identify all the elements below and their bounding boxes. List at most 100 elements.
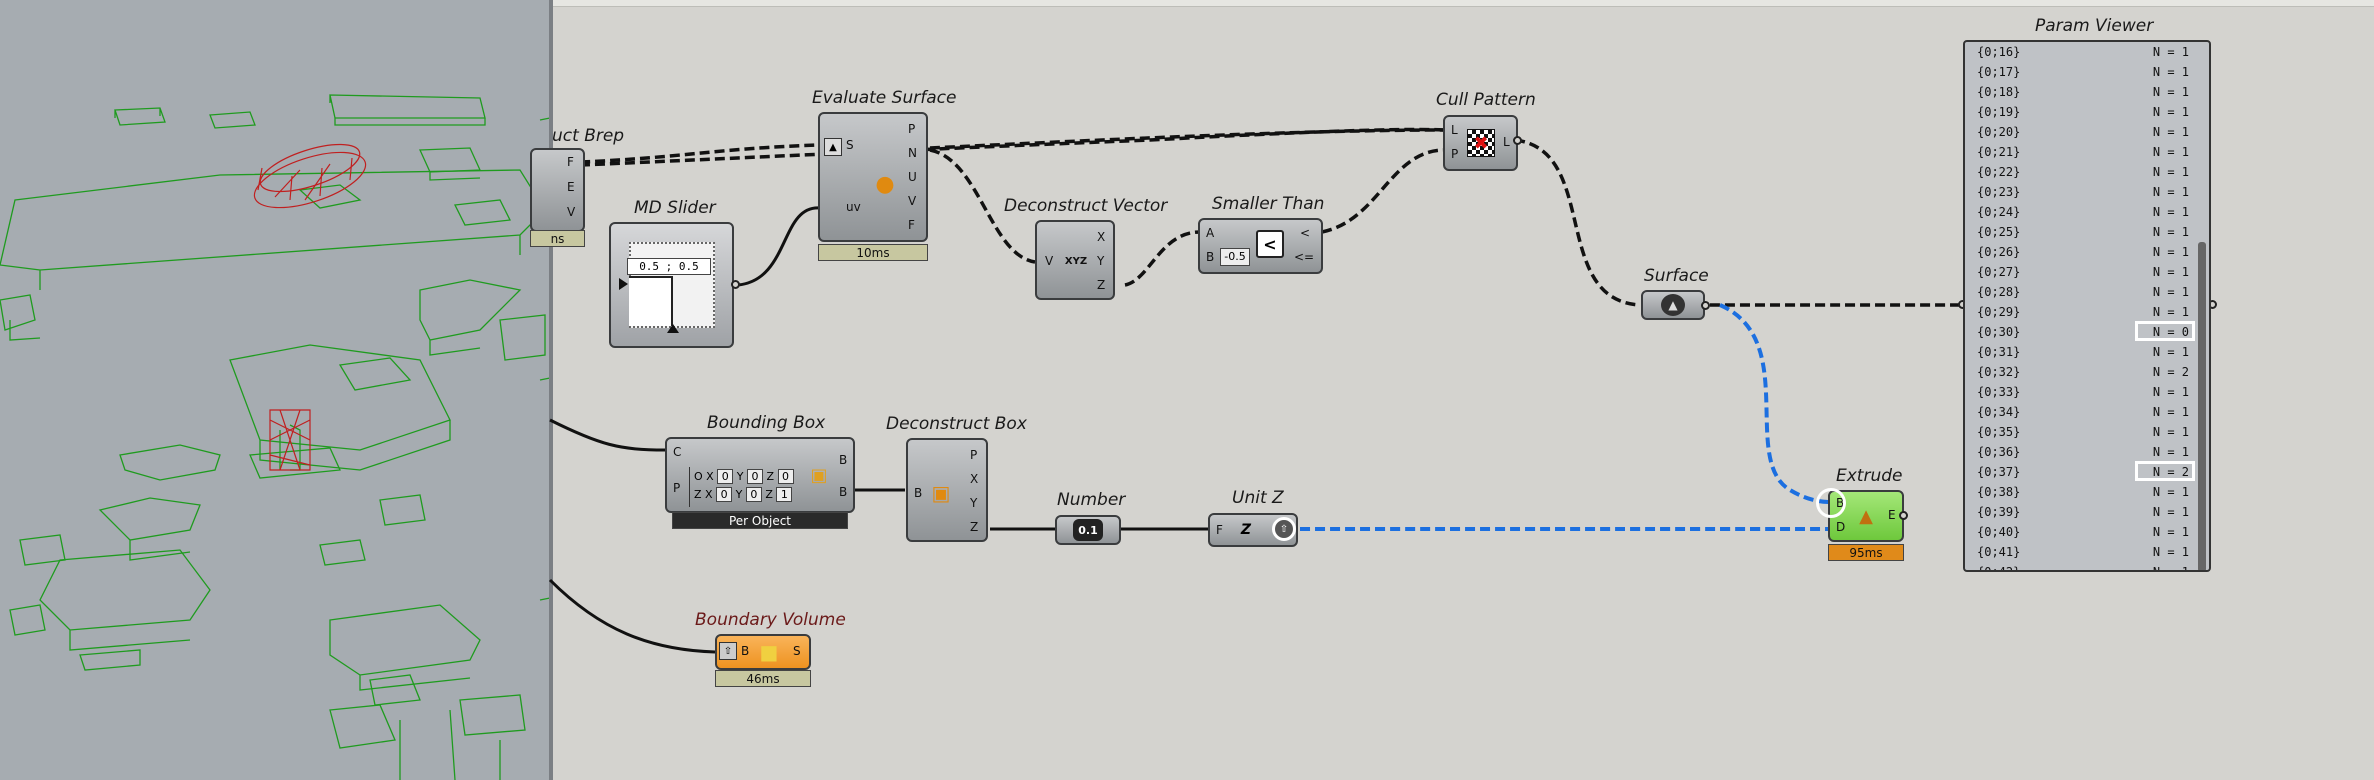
unit-z-output-grip-selected[interactable]: ⇧	[1272, 517, 1296, 541]
param-viewer-path: {0;35}	[1977, 425, 2021, 439]
evaluate-output-n[interactable]: N	[908, 146, 917, 160]
bbox-output-b2[interactable]: B	[839, 485, 848, 499]
bbox-plane-editor[interactable]: O X 0 Y 0 Z 0 Z X 0 Y 0 Z 1	[689, 467, 820, 507]
param-viewer-count: N = 1	[2152, 445, 2189, 459]
smaller-output-le[interactable]: <=	[1294, 250, 1315, 264]
smaller-b-value[interactable]: -0.5	[1220, 248, 1250, 266]
smaller-than-component[interactable]: A B -0.5 < < <=	[1198, 218, 1323, 274]
cull-pattern-component[interactable]: L P L ✖	[1443, 115, 1518, 171]
md-slider-handle-area[interactable]	[629, 276, 673, 326]
param-viewer-path: {0;21}	[1977, 145, 2021, 159]
param-viewer-path: {0;23}	[1977, 185, 2021, 199]
extrude-output-grip[interactable]	[1899, 511, 1908, 520]
smaller-icon-label: <	[1263, 234, 1277, 254]
param-viewer-path: {0;41}	[1977, 545, 2021, 559]
evaluate-surface-component[interactable]: S uv P N U V F ▲ ●	[818, 112, 928, 242]
extrude-title: Extrude	[1836, 466, 1903, 486]
deconstruct-box-component[interactable]: B ▣ P X Y Z	[906, 438, 988, 542]
wire-cull-to-surface	[1514, 138, 1641, 307]
smaller-than-icon: <	[1256, 230, 1284, 258]
surface-param-icon: ▲	[1661, 294, 1685, 316]
surface-output-grip[interactable]	[1701, 301, 1710, 310]
boundary-volume-component[interactable]: ⇧ B ■ S	[715, 634, 811, 670]
evaluate-output-f[interactable]: F	[908, 218, 915, 232]
smaller-output-lt[interactable]: <	[1300, 226, 1311, 240]
bbox-input-p[interactable]: P	[673, 481, 681, 495]
number-title: Number	[1057, 490, 1126, 510]
dbox-input-b[interactable]: B	[914, 486, 923, 500]
dvector-output-y[interactable]: Y	[1097, 254, 1105, 268]
param-viewer-row: {0;27}N = 1	[1969, 262, 2195, 282]
dbox-output-x[interactable]: X	[970, 472, 979, 486]
unit-z-component[interactable]: F Z ⇧	[1208, 513, 1298, 547]
param-viewer-panel[interactable]: {0;16}N = 1{0;17}N = 1{0;18}N = 1{0;19}N…	[1963, 40, 2211, 572]
brep-port-e[interactable]: E	[567, 180, 575, 194]
param-viewer-row: {0;34}N = 1	[1969, 402, 2195, 422]
bbox-output-b1[interactable]: B	[839, 453, 848, 467]
brep-port-f[interactable]: F	[567, 155, 574, 169]
evaluate-output-p[interactable]: P	[908, 122, 916, 136]
dvector-input-v[interactable]: V	[1045, 254, 1054, 268]
param-viewer-list[interactable]: {0;16}N = 1{0;17}N = 1{0;18}N = 1{0;19}N…	[1969, 42, 2195, 570]
md-slider-output-grip[interactable]	[731, 280, 740, 289]
viewport-splitter[interactable]	[549, 0, 553, 780]
md-slider-component[interactable]: 0.5 ; 0.5	[609, 222, 734, 348]
bounding-box-mode[interactable]: Per Object	[672, 512, 848, 529]
extrude-input-d[interactable]: D	[1836, 520, 1846, 534]
param-viewer-row: {0;29}N = 1	[1969, 302, 2195, 322]
smaller-input-b[interactable]: B	[1206, 250, 1215, 264]
param-viewer-row: {0;21}N = 1	[1969, 142, 2195, 162]
param-viewer-row: {0;41}N = 1	[1969, 542, 2195, 562]
dbox-output-y[interactable]: Y	[970, 496, 978, 510]
dvector-output-z[interactable]: Z	[1097, 278, 1106, 292]
construct-brep-component[interactable]: F E V	[530, 148, 585, 232]
md-slider-x-marker[interactable]	[619, 278, 628, 290]
param-viewer-highlight	[2135, 321, 2195, 341]
smaller-than-title: Smaller Than	[1212, 194, 1325, 214]
deconstruct-vector-component[interactable]: V X Y Z XYZ	[1035, 220, 1115, 300]
param-viewer-highlight	[2135, 461, 2195, 481]
dvector-output-x[interactable]: X	[1097, 230, 1106, 244]
param-viewer-row: {0;19}N = 1	[1969, 102, 2195, 122]
param-viewer-row: {0;40}N = 1	[1969, 522, 2195, 542]
param-viewer-row: {0;17}N = 1	[1969, 62, 2195, 82]
cull-output-l[interactable]: L	[1503, 135, 1510, 149]
dvector-icon-label: XYZ	[1064, 255, 1088, 267]
number-icon-label: 0.1	[1078, 523, 1098, 537]
param-viewer-count: N = 1	[2152, 505, 2189, 519]
boundary-input-b[interactable]: B	[741, 644, 750, 658]
boundary-volume-icon: ■	[759, 640, 779, 664]
param-viewer-row: {0;42}N = 1	[1969, 562, 2195, 570]
wire-evaluate-n-to-vector	[929, 148, 1036, 264]
cull-output-grip[interactable]	[1513, 136, 1522, 145]
param-viewer-count: N = 1	[2152, 525, 2189, 539]
boundary-input-grip-icon[interactable]: ⇧	[719, 642, 737, 660]
boundary-output-s[interactable]: S	[793, 644, 801, 658]
bbox-input-c[interactable]: C	[673, 445, 682, 459]
evaluate-input-uv[interactable]: uv	[846, 200, 861, 214]
param-viewer-path: {0;36}	[1977, 445, 2021, 459]
dbox-output-p[interactable]: P	[970, 448, 978, 462]
param-viewer-path: {0;24}	[1977, 205, 2021, 219]
md-slider-y-marker[interactable]	[667, 324, 679, 333]
smaller-input-a[interactable]: A	[1206, 226, 1215, 240]
cull-input-p[interactable]: P	[1451, 147, 1459, 161]
evaluate-output-u[interactable]: U	[908, 170, 917, 184]
param-viewer-row: {0;38}N = 1	[1969, 482, 2195, 502]
number-param[interactable]: 0.1	[1055, 515, 1121, 545]
reparameterize-icon[interactable]: ▲	[824, 138, 842, 156]
extrude-output-e[interactable]: E	[1888, 508, 1896, 522]
evaluate-output-v[interactable]: V	[908, 194, 917, 208]
param-viewer-scrollbar[interactable]	[2198, 242, 2206, 570]
bounding-box-component[interactable]: C P O X 0 Y 0 Z 0 Z X 0 Y 0 Z 1 ▣ B B	[665, 437, 855, 513]
param-viewer-row: {0;16}N = 1	[1969, 42, 2195, 62]
evaluate-input-s[interactable]: S	[846, 138, 854, 152]
param-viewer-count: N = 1	[2152, 225, 2189, 239]
surface-param[interactable]: ▲	[1641, 290, 1705, 320]
unitz-input-f[interactable]: F	[1216, 523, 1223, 537]
brep-port-v[interactable]: V	[567, 205, 576, 219]
rhino-viewport[interactable]	[0, 0, 550, 780]
cull-input-l[interactable]: L	[1451, 123, 1458, 137]
dbox-output-z[interactable]: Z	[970, 520, 979, 534]
param-viewer-count: N = 1	[2152, 205, 2189, 219]
